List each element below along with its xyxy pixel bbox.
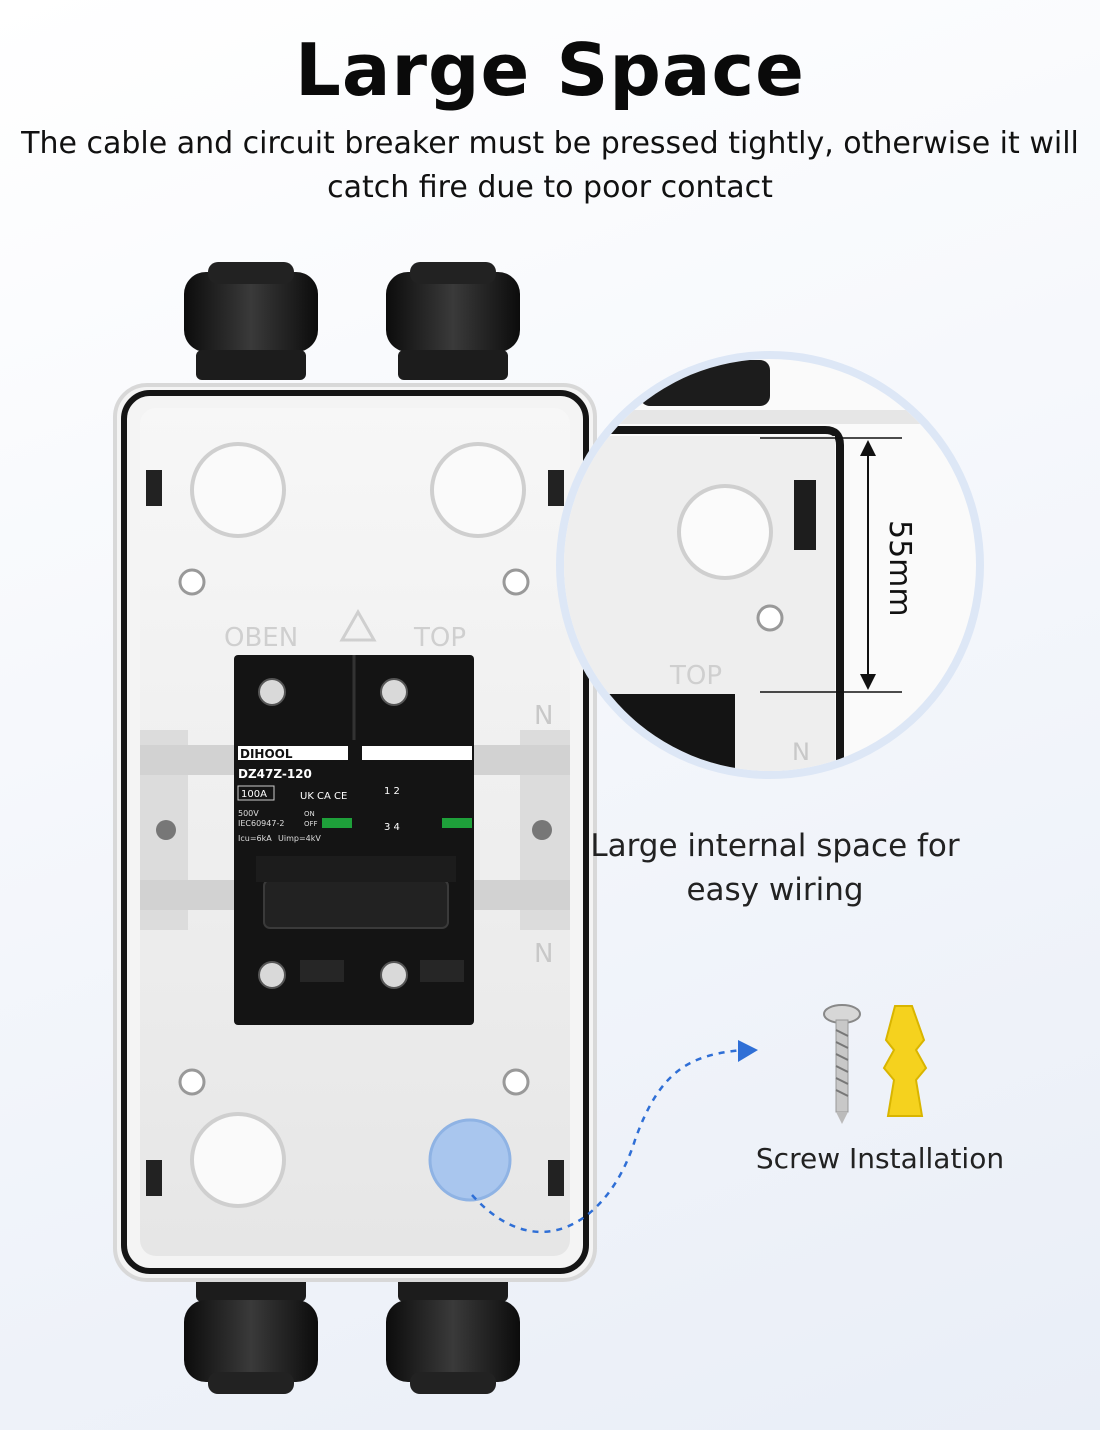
- space-caption: Large internal space for easy wiring: [590, 828, 960, 908]
- breaker-icu: Icu=6kA: [238, 834, 272, 843]
- terminal-screw: [258, 678, 286, 706]
- terminal-screw: [380, 678, 408, 706]
- breaker-cert-marks: UK CA CE: [300, 791, 347, 802]
- terminal-screw: [380, 961, 408, 989]
- zoom-callout: TOP N 55mm: [556, 351, 984, 779]
- knockout-hole: [430, 442, 526, 538]
- cable-gland-top-left: [184, 262, 318, 380]
- screw-caption: Screw Installation: [755, 1142, 1005, 1175]
- breaker-brand: DIHOOL: [240, 747, 293, 761]
- breaker-standard: IEC60947-2: [238, 819, 284, 828]
- dashed-arrow: [471, 1048, 743, 1234]
- breaker-model: DZ47Z-120: [238, 767, 312, 781]
- circuit-breaker: DIHOOL DZ47Z-120 100A UK CA CE 500V IEC6…: [234, 655, 474, 1025]
- breaker-toggle: [263, 879, 449, 929]
- page-subtitle: The cable and circuit breaker must be pr…: [21, 126, 1079, 205]
- neutral-mark-upper: N: [534, 701, 553, 731]
- measurement-label: 55mm: [882, 520, 917, 617]
- neutral-mark-lower: N: [534, 939, 553, 969]
- knockout-hole: [190, 1112, 286, 1208]
- status-indicator: [322, 818, 352, 828]
- breaker-terminals-bottom: 3 4: [384, 822, 400, 833]
- breaker-terminals-top: 1 2: [384, 786, 400, 797]
- terminal-screw: [258, 961, 286, 989]
- breaker-off-label: OFF: [304, 820, 318, 828]
- breaker-uimp: Uimp=4kV: [278, 834, 321, 843]
- zoom-knockout-hole: [677, 484, 773, 580]
- knockout-hole-highlight: [428, 1118, 512, 1202]
- arrow-head-icon: [738, 1040, 758, 1062]
- cable-gland-bottom-left: [184, 1272, 318, 1394]
- knockout-hole: [190, 442, 286, 538]
- status-indicator: [442, 818, 472, 828]
- zoom-lid-text: TOP: [669, 661, 722, 691]
- screw-icon: [823, 1004, 861, 1124]
- breaker-on-label: ON: [304, 810, 315, 818]
- breaker-voltage: 500V: [238, 809, 259, 818]
- lid-text-oben: OBEN: [224, 623, 298, 653]
- page-title: Large Space: [295, 28, 805, 112]
- cable-gland-top-right: [386, 262, 520, 380]
- wall-plug-icon: [882, 1005, 928, 1117]
- lid-text-top: TOP: [413, 623, 466, 653]
- breaker-rating: 100A: [241, 789, 267, 800]
- cable-gland-bottom-right: [386, 1272, 520, 1394]
- zoom-neutral-mark: N: [792, 738, 810, 766]
